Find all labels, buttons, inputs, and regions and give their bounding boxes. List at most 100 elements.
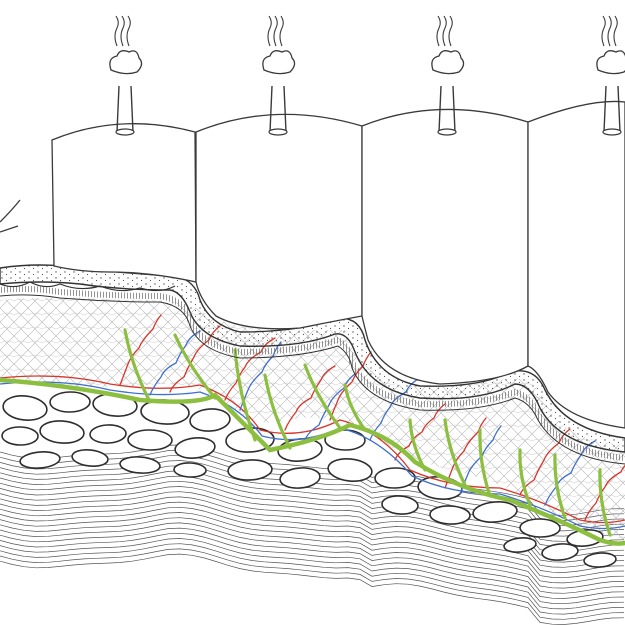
steam-icon [607, 15, 612, 47]
artery-trunk [0, 375, 625, 524]
partial-cell-left [0, 199, 21, 223]
artery-branch [444, 417, 487, 489]
artery-branch [119, 314, 162, 386]
fat-cell [174, 437, 216, 459]
steam-icon [126, 15, 131, 47]
artery-branch [284, 365, 336, 431]
fat-cell [429, 505, 471, 525]
fat-cell [583, 552, 617, 568]
steam-icon [279, 15, 284, 47]
nerve-branch [123, 328, 152, 404]
duct-icon [116, 85, 134, 133]
fat-cell [19, 451, 61, 469]
duct-opening [437, 128, 457, 136]
secretion-ducts [109, 15, 625, 136]
vein-branch [149, 330, 201, 396]
artery-branch [224, 337, 276, 401]
duct-opening [602, 128, 622, 136]
lamella-line [0, 543, 625, 615]
columnar-cell-1 [51, 123, 197, 283]
steam-icon [601, 15, 606, 47]
fat-cell [417, 476, 463, 500]
fat-cell [119, 456, 161, 474]
nerve-branch [553, 453, 567, 520]
fat-cell [189, 408, 231, 432]
nerve-network [0, 328, 625, 546]
fat-cell [279, 467, 321, 489]
fat-cell [2, 395, 48, 421]
membrane-lower-edge [0, 294, 625, 465]
duct-group [109, 15, 143, 136]
lamella-line [0, 527, 625, 599]
steam-icon [120, 15, 125, 47]
steam-icon [613, 15, 618, 47]
cloud-icon [596, 50, 625, 75]
nerve-branch [408, 418, 427, 472]
membrane-top-wavy [0, 281, 176, 292]
steam-icon [114, 15, 119, 47]
lamella-line [0, 512, 625, 584]
fat-cell [503, 537, 537, 553]
fat-cell [1, 426, 39, 446]
columnar-cell-3 [361, 108, 529, 385]
duct-icon [269, 85, 287, 133]
adipose-cell-layer [1, 391, 617, 568]
fat-cell [374, 467, 416, 489]
duct-group [262, 15, 296, 136]
lamella-line [0, 522, 625, 594]
lamella-line [0, 532, 625, 605]
fat-cell [227, 459, 273, 481]
steam-icon [448, 15, 453, 47]
fat-cell [327, 458, 373, 482]
fat-cell [381, 495, 419, 515]
nerve-branch [303, 363, 342, 430]
lamella-line [0, 517, 625, 589]
steam-icon [273, 15, 278, 47]
columnar-cell-4 [527, 100, 625, 429]
lamella-line [0, 506, 625, 579]
nerve-branch [598, 468, 612, 537]
vein-branch [304, 373, 356, 441]
duct-icon [438, 85, 456, 133]
columnar-cell-row [0, 100, 625, 429]
fat-cell [519, 518, 561, 538]
lamella-line [0, 465, 625, 537]
nerve-branch [263, 373, 292, 450]
cloud-icon [431, 50, 465, 75]
duct-opening [268, 128, 288, 136]
fat-cell [472, 501, 518, 523]
nerve-branch [518, 448, 532, 507]
artery-branch [584, 464, 625, 521]
fat-cell [173, 462, 207, 478]
lamella-line [0, 470, 625, 542]
steam-icon [436, 15, 441, 47]
partial-cell-left-base [0, 225, 19, 233]
duct-group [431, 15, 465, 136]
lamella-line [0, 548, 625, 620]
nerve-branch [478, 428, 492, 498]
cloud-icon [109, 50, 143, 75]
duct-opening [115, 128, 135, 136]
striated-membrane-band [0, 285, 625, 461]
fat-cell [541, 543, 579, 561]
lamella-line [0, 480, 625, 553]
duct-group [596, 15, 625, 136]
lamella-line [0, 553, 625, 625]
steam-icon [267, 15, 272, 47]
nerve-branch [343, 383, 367, 432]
cloud-icon [262, 50, 296, 75]
columnar-cell-2 [195, 113, 363, 330]
lamella-line [0, 538, 625, 610]
fat-cell [49, 391, 91, 413]
lamellar-layer [0, 444, 625, 625]
fat-cell [127, 429, 173, 451]
nerve-branch [233, 348, 257, 442]
fat-cell [39, 420, 85, 444]
fat-cell [71, 449, 109, 467]
steam-icon [442, 15, 447, 47]
nerve-branch [173, 333, 217, 400]
duct-icon [603, 85, 621, 133]
nerve-branch [443, 418, 467, 487]
